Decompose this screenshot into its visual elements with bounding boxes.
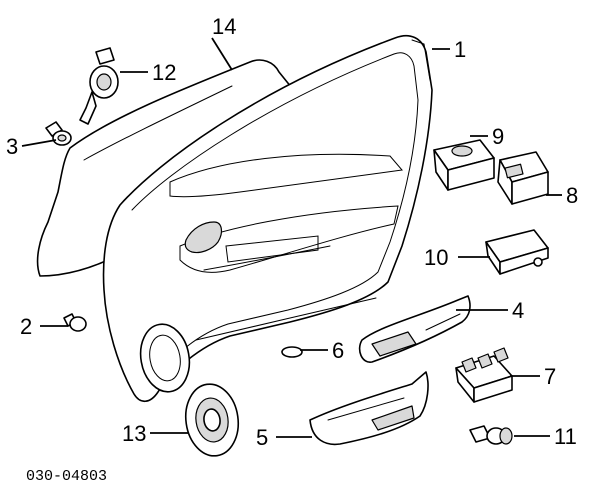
part-3-clip bbox=[45, 121, 72, 146]
part-9-mirror-switch bbox=[433, 139, 495, 191]
part-8-switch bbox=[497, 151, 549, 205]
callout-4: 4 bbox=[512, 298, 524, 323]
part-11-grommet bbox=[469, 425, 513, 445]
callout-5: 5 bbox=[256, 425, 268, 450]
callout-9: 9 bbox=[492, 124, 504, 149]
part-7-switch-block bbox=[455, 347, 513, 403]
callout-3: 3 bbox=[6, 134, 18, 159]
callout-8: 8 bbox=[566, 183, 578, 208]
leader-lines bbox=[21, 37, 562, 438]
callout-14: 14 bbox=[212, 14, 236, 39]
callout-11: 11 bbox=[554, 424, 577, 449]
part-13-speaker bbox=[184, 383, 240, 457]
part-1-door-trim bbox=[102, 34, 433, 403]
part-10-switch-assembly bbox=[485, 229, 549, 275]
part-6-plug bbox=[281, 346, 303, 358]
callout-7: 7 bbox=[544, 364, 556, 389]
callout-1: 1 bbox=[454, 37, 466, 62]
part-4-finisher bbox=[358, 295, 471, 363]
callout-12: 12 bbox=[152, 60, 176, 85]
callout-6: 6 bbox=[332, 338, 344, 363]
part-5-pull-pocket bbox=[309, 371, 429, 446]
callout-2: 2 bbox=[20, 314, 32, 339]
callout-labels: 1 12 3 2 14 9 8 10 4 6 7 13 5 11 bbox=[6, 14, 578, 450]
part-2-clip bbox=[63, 313, 87, 332]
part-12-retainer bbox=[79, 47, 119, 125]
callout-10: 10 bbox=[424, 245, 448, 270]
diagram-code: 030-04803 bbox=[26, 468, 107, 485]
callout-13: 13 bbox=[122, 421, 146, 446]
